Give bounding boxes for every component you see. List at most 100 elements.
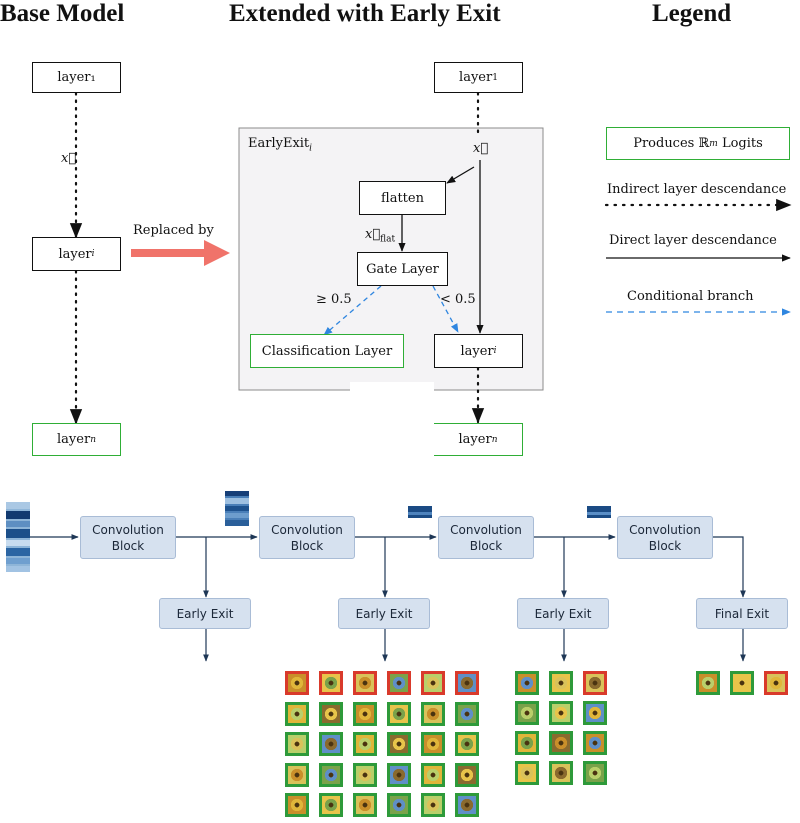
early-exit-1: Early Exit	[159, 598, 251, 629]
conv-block-3-label: Convolution Block	[450, 522, 522, 553]
ext-layer-1-label: layer	[459, 70, 493, 85]
ext-layer-i-label: layer	[460, 343, 494, 359]
feature-map-input	[6, 502, 30, 572]
gate-layer-box: Gate Layer	[357, 252, 448, 286]
base-x-label: x⃗	[61, 151, 77, 166]
legend-logits-text: Produces ℝ	[633, 136, 710, 151]
thumbnail-correct	[583, 701, 607, 725]
thumbnail-correct	[387, 701, 411, 726]
thumbnail-incorrect	[387, 671, 411, 695]
thumbnail-correct	[285, 732, 309, 756]
thumbnail-correct	[455, 701, 479, 726]
ext-layer-1-subscript: 1	[492, 72, 498, 83]
thumbnail-incorrect	[353, 671, 377, 695]
legend-direct-label: Direct layer descendance	[609, 233, 777, 248]
classification-layer-label: Classification Layer	[261, 343, 393, 359]
base-layer-i-label: layer	[58, 246, 92, 262]
final-exit: Final Exit	[696, 598, 788, 629]
conv-block-3: Convolution Block	[438, 516, 534, 559]
ext-layer-n-label: layer	[458, 432, 492, 447]
early-exit-title: EarlyExiti	[248, 136, 312, 154]
base-layer-n-subscript: n	[90, 434, 96, 445]
thumbnail-correct	[421, 701, 445, 726]
thumbnail-correct	[455, 793, 479, 817]
header-extended: Extended with Early Exit	[229, 0, 501, 27]
x-flat-symbol: x⃗	[365, 227, 381, 242]
thumbnail-correct	[583, 731, 607, 755]
early-exit-title-text: EarlyExit	[248, 136, 310, 151]
thumbnail-incorrect	[583, 671, 607, 695]
thumbnail-correct	[455, 732, 479, 756]
thumbnail-correct	[515, 671, 539, 695]
early-exit-2: Early Exit	[338, 598, 430, 629]
thumbnail-correct	[549, 671, 573, 695]
conv-block-1: Convolution Block	[80, 516, 176, 559]
header-base-model: Base Model	[0, 0, 125, 27]
conv-block-4: Convolution Block	[617, 516, 713, 559]
gate-layer-label: Gate Layer	[366, 261, 439, 277]
base-layer-1-label: layer₁	[57, 70, 96, 85]
classification-layer-box: Classification Layer	[250, 334, 404, 368]
thumbnail-incorrect	[421, 671, 445, 695]
thumbnail-correct	[421, 732, 445, 756]
conv-block-2-label: Convolution Block	[271, 522, 343, 553]
thumbnail-incorrect	[455, 671, 479, 695]
legend-conditional-label: Conditional branch	[627, 289, 754, 304]
thumbnail-correct	[285, 701, 309, 726]
legend-indirect-label: Indirect layer descendance	[607, 182, 787, 197]
thumbnail-correct	[353, 793, 377, 817]
thumbnail-correct	[285, 762, 309, 787]
conv-block-2: Convolution Block	[259, 516, 355, 559]
thumbnail-correct	[319, 701, 343, 726]
feature-map-2	[408, 506, 432, 518]
x-flat-label: x⃗flat	[365, 227, 395, 245]
feature-map-1	[225, 491, 249, 526]
thumbnail-correct	[353, 701, 377, 726]
flatten-label: flatten	[381, 190, 424, 206]
thumbnail-correct	[455, 762, 479, 787]
thumbnail-correct	[387, 762, 411, 787]
thumbnail-correct	[387, 793, 411, 817]
thumbnail-correct	[319, 793, 343, 817]
base-layer-i-subscript: i	[91, 249, 95, 259]
base-layer-1: layer₁	[32, 62, 121, 93]
base-layer-n-label: layer	[57, 432, 91, 447]
thumbnail-correct	[387, 732, 411, 756]
ext-x-label: x⃗	[473, 141, 489, 156]
thumbnail-correct	[353, 732, 377, 756]
conv-block-1-label: Convolution Block	[92, 522, 164, 553]
thumbnail-correct	[319, 762, 343, 787]
x-flat-subscript: flat	[380, 234, 396, 245]
thumbnail-correct	[583, 761, 607, 785]
flatten-box: flatten	[359, 181, 446, 215]
thumbnail-correct	[421, 793, 445, 817]
legend-logits-suffix: Logits	[717, 136, 763, 151]
early-exit-title-subscript: i	[309, 143, 313, 154]
thumbnail-correct	[285, 793, 309, 817]
thumbnail-correct	[421, 762, 445, 787]
ext-layer-n-subscript: n	[491, 434, 498, 445]
thumbnail-incorrect	[764, 671, 788, 695]
thumbnail-correct	[730, 671, 754, 695]
early-exit-3: Early Exit	[517, 598, 609, 629]
thumbnail-correct	[549, 701, 573, 725]
ext-layer-i-subscript: i	[493, 346, 497, 356]
ge-threshold-label: ≥ 0.5	[316, 292, 352, 307]
thumbnail-correct	[549, 761, 573, 785]
header-legend: Legend	[652, 0, 732, 27]
conv-block-4-label: Convolution Block	[629, 522, 701, 553]
thumbnail-incorrect	[285, 671, 309, 695]
thumbnail-correct	[353, 762, 377, 787]
thumbnail-incorrect	[319, 671, 343, 695]
thumbnail-correct	[549, 731, 573, 755]
thumbnail-correct	[515, 731, 539, 755]
feature-map-3	[587, 506, 611, 518]
replaced-by-label: Replaced by	[133, 223, 214, 238]
lt-threshold-label: < 0.5	[440, 292, 476, 307]
